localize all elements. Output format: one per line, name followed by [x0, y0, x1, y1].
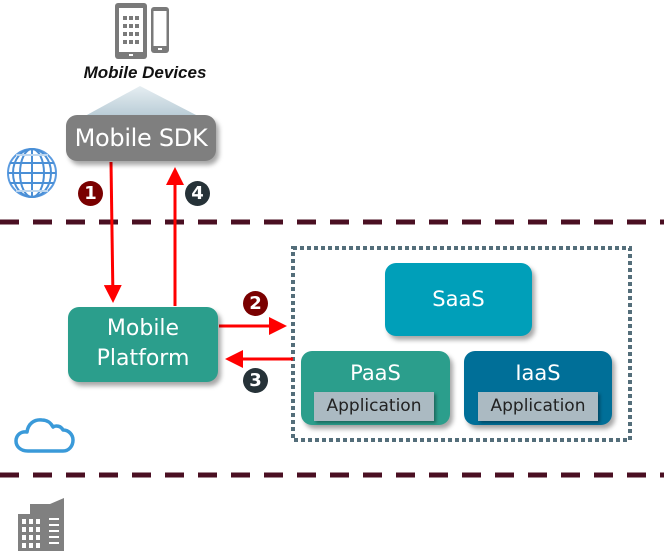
saas-label: SaaS	[432, 287, 485, 311]
mobile-platform-label-line1: Mobile	[106, 316, 180, 341]
step-badge-4: 4	[185, 181, 210, 206]
devices-fan-shape	[85, 86, 198, 116]
paas-box[interactable]: PaaS Application	[301, 351, 450, 425]
step-badge-3: 3	[243, 368, 268, 393]
paas-application-box[interactable]: Application	[314, 392, 434, 421]
mobile-devices-icon	[115, 3, 169, 59]
mobile-devices-caption: Mobile Devices	[83, 63, 207, 82]
mobile-sdk-box[interactable]: Mobile SDK	[66, 115, 216, 161]
iaas-label: IaaS	[515, 361, 561, 385]
step-badge-1: 1	[78, 181, 103, 206]
paas-label: PaaS	[350, 361, 401, 385]
arrow-step-1	[103, 161, 122, 303]
iaas-box[interactable]: IaaS Application	[464, 351, 612, 425]
saas-box[interactable]: SaaS	[385, 263, 532, 336]
cloud-icon	[14, 418, 75, 453]
step-badge-2: 2	[243, 291, 268, 316]
iaas-application-box[interactable]: Application	[478, 392, 598, 421]
building-icon	[18, 498, 64, 551]
mobile-platform-label-line2: Platform	[96, 346, 190, 371]
mobile-platform-box[interactable]: Mobile Platform	[68, 307, 218, 382]
mobile-sdk-label: Mobile SDK	[74, 124, 208, 152]
globe-icon	[7, 148, 57, 198]
cloud-services-container	[291, 246, 632, 442]
